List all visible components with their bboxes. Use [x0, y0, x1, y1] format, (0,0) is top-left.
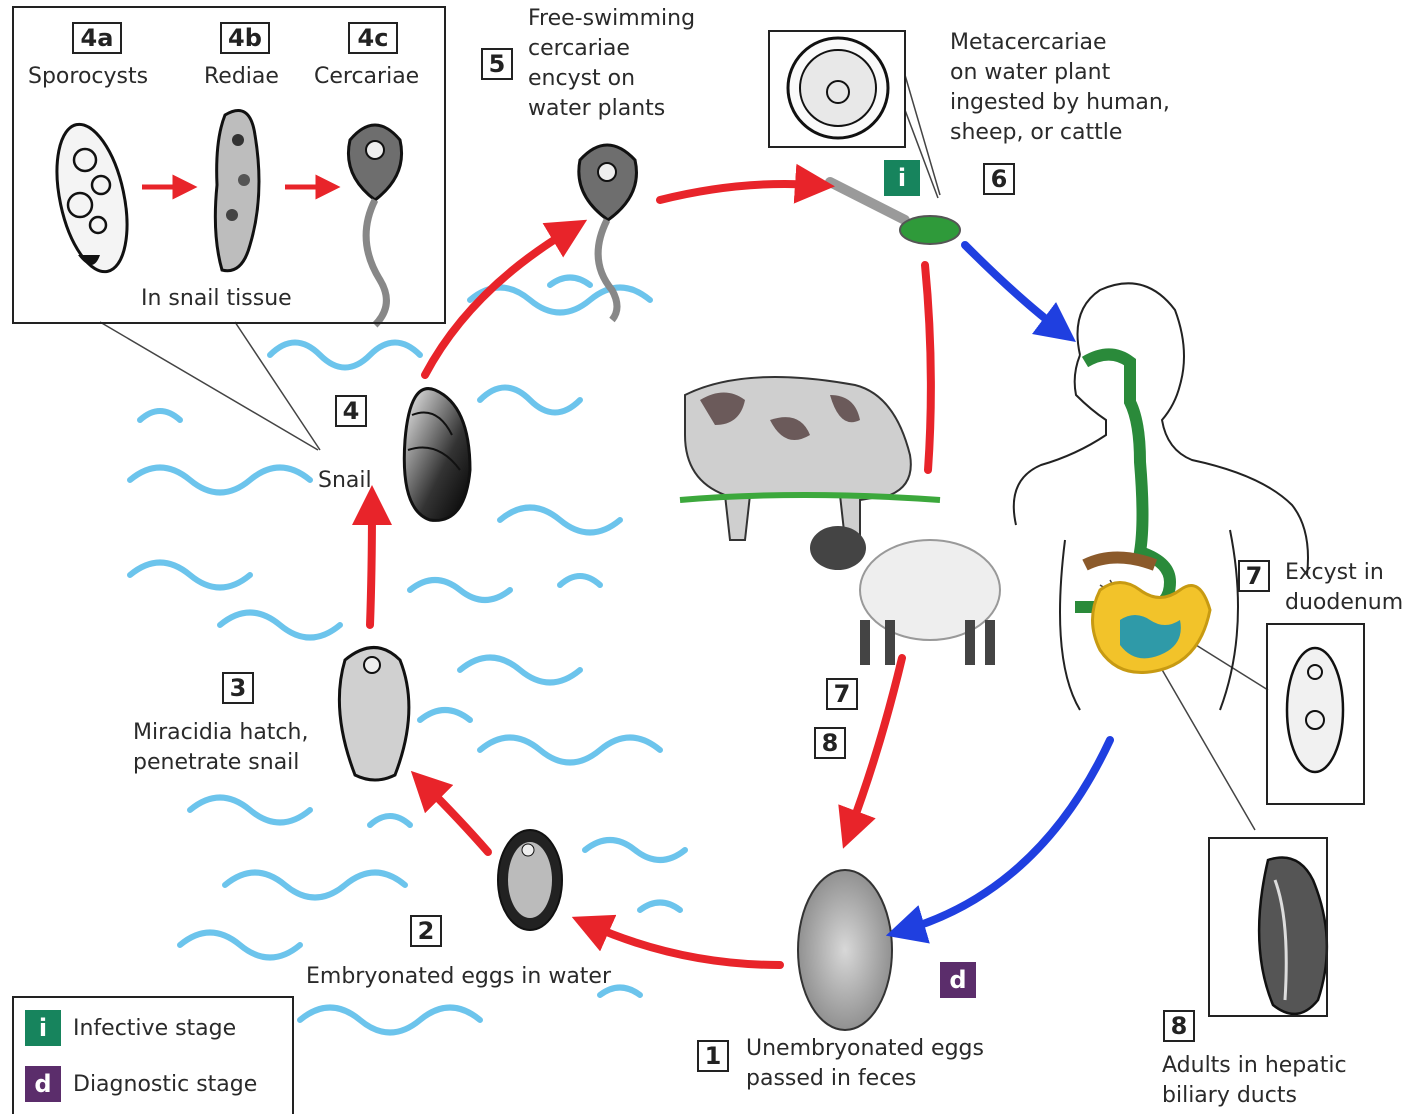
label-stage-6-line-2: on water plant	[950, 58, 1110, 88]
label-stage-8-line-2: biliary ducts	[1162, 1081, 1297, 1111]
label-stage-5-line-2: cercariae	[528, 34, 630, 64]
label-stage-8-line-1: Adults in hepatic	[1162, 1051, 1347, 1081]
metacercaria-inset	[768, 30, 906, 148]
stage-number-3: 3	[222, 672, 254, 704]
infective-badge: i	[884, 160, 920, 196]
stage-number-4a: 4a	[72, 22, 122, 54]
legend-infective-badge: i	[25, 1010, 61, 1046]
legend-infective: i Infective stage	[25, 1010, 236, 1046]
free-cercaria-drawing	[579, 145, 637, 320]
label-stage-3-line-2: penetrate snail	[133, 748, 299, 778]
miracidium-drawing	[339, 648, 409, 781]
excyst-inset	[1266, 623, 1365, 805]
label-stage-7-line-1: Excyst in	[1285, 558, 1384, 588]
label-rediae: Rediae	[204, 62, 279, 92]
legend-diagnostic: d Diagnostic stage	[25, 1066, 257, 1102]
label-cercariae: Cercariae	[314, 62, 419, 92]
animal-stage-number-7: 7	[826, 678, 858, 710]
snail-drawing	[404, 389, 470, 521]
unembryonated-egg-drawing	[798, 870, 892, 1030]
label-stage-6-line-3: ingested by human,	[950, 88, 1170, 118]
diagnostic-badge: d	[940, 962, 976, 998]
label-stage-7-line-2: duodenum	[1285, 588, 1403, 618]
stage-number-2: 2	[410, 915, 442, 947]
digestive-tract	[1075, 355, 1210, 673]
label-snail: Snail	[318, 466, 372, 496]
adult-fluke-inset	[1208, 837, 1328, 1017]
embryonated-egg-drawing	[498, 830, 562, 930]
label-stage-5-line-3: encyst on	[528, 64, 635, 94]
label-stage-1-line-1: Unembryonated eggs	[746, 1034, 984, 1064]
label-stage-6-line-4: sheep, or cattle	[950, 118, 1122, 148]
water-waves	[130, 278, 685, 1033]
label-stage-5-line-4: water plants	[528, 94, 665, 124]
stage-number-4b: 4b	[220, 22, 270, 54]
label-stage-2: Embryonated eggs in water	[306, 962, 611, 992]
label-stage-5-line-1: Free-swimming	[528, 4, 695, 34]
cow-drawing	[680, 377, 940, 540]
stage-number-8: 8	[1163, 1010, 1195, 1042]
stage-number-1: 1	[697, 1040, 729, 1072]
label-stage-1-line-2: passed in feces	[746, 1064, 916, 1094]
stage-number-6: 6	[983, 163, 1015, 195]
stage-number-5: 5	[481, 48, 513, 80]
stage-number-4c: 4c	[348, 22, 398, 54]
stage-number-4: 4	[335, 395, 367, 427]
label-stage-3-line-1: Miracidia hatch,	[133, 718, 308, 748]
legend-infective-label: Infective stage	[73, 1016, 236, 1041]
label-stage-6-line-1: Metacercariae	[950, 28, 1107, 58]
sheep-drawing	[810, 526, 1000, 665]
stage-number-7: 7	[1238, 560, 1270, 592]
legend-diagnostic-label: Diagnostic stage	[73, 1072, 257, 1097]
animal-stage-number-8: 8	[814, 727, 846, 759]
legend-diagnostic-badge: d	[25, 1066, 61, 1102]
label-sporocysts: Sporocysts	[28, 62, 148, 92]
label-in-snail-tissue: In snail tissue	[141, 284, 292, 314]
